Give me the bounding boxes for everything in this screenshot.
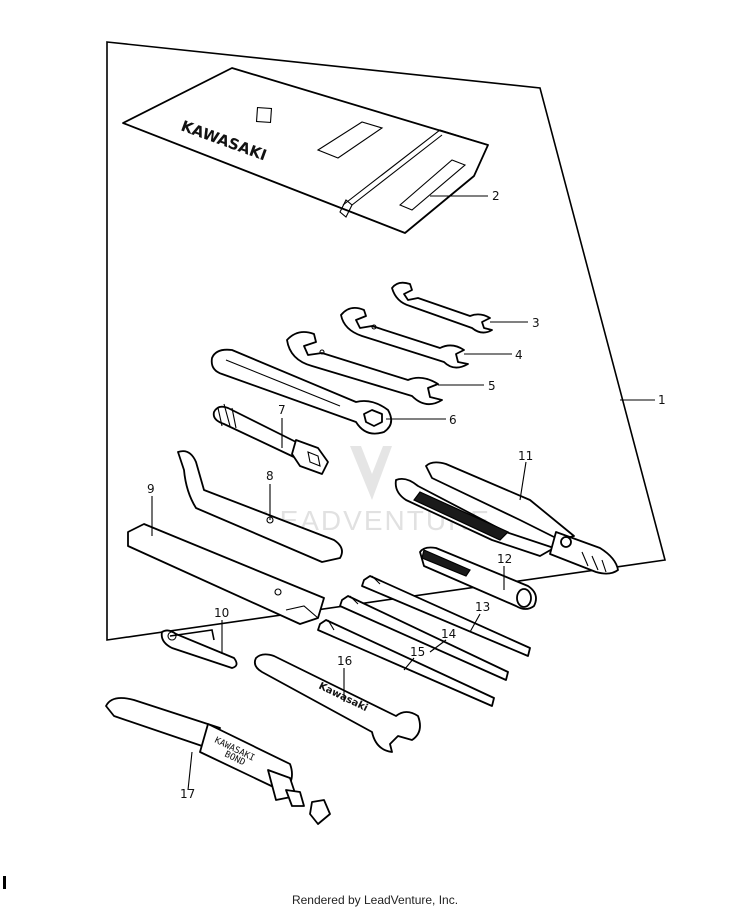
footer-credit: Rendered by LeadVenture, Inc.	[291, 893, 459, 907]
part-hex-key	[160, 629, 238, 669]
kit-boundary	[106, 41, 667, 641]
part-wrench-logo: Kawasaki	[253, 653, 421, 753]
part-bond-tube: KAWASAKI BOND	[105, 697, 331, 825]
callout-3: 3	[532, 316, 540, 330]
callout-7: 7	[278, 403, 286, 417]
callout-5: 5	[488, 379, 496, 393]
part-pliers	[394, 461, 619, 575]
callout-6: 6	[449, 413, 457, 427]
callout-17: 17	[180, 787, 195, 801]
callout-2: 2	[492, 189, 500, 203]
callout-16: 16	[337, 654, 352, 668]
callout-9: 9	[147, 482, 155, 496]
part-screwdriver-bit-13	[361, 575, 531, 657]
part-handle-bar	[127, 523, 325, 625]
part-socket-extension	[212, 403, 329, 475]
part-box-wrench	[210, 348, 393, 435]
callout-15: 15	[410, 645, 425, 659]
callout-12: 12	[497, 552, 512, 566]
callout-8: 8	[266, 469, 274, 483]
part-screwdriver-handle	[419, 546, 537, 610]
callout-11: 11	[518, 449, 533, 463]
part-wrench-small	[391, 281, 493, 334]
callout-10: 10	[214, 606, 229, 620]
part-screwdriver-bit-15	[317, 619, 495, 707]
callouts: 1 2 3 4 5 6 7 8 9 10 11 12 13 14 15 16 1…	[147, 189, 666, 801]
part-wrench-large	[286, 331, 443, 406]
callout-13: 13	[475, 600, 490, 614]
callout-14: 14	[441, 627, 456, 641]
leader-lines	[151, 195, 655, 791]
callout-1: 1	[658, 393, 666, 407]
callout-4: 4	[515, 348, 523, 362]
part-wrench-medium	[340, 306, 469, 369]
part-tool-pouch: KAWASAKI	[122, 67, 489, 234]
part-screwdriver-bit-14	[339, 595, 509, 681]
corner-mark	[3, 876, 6, 889]
